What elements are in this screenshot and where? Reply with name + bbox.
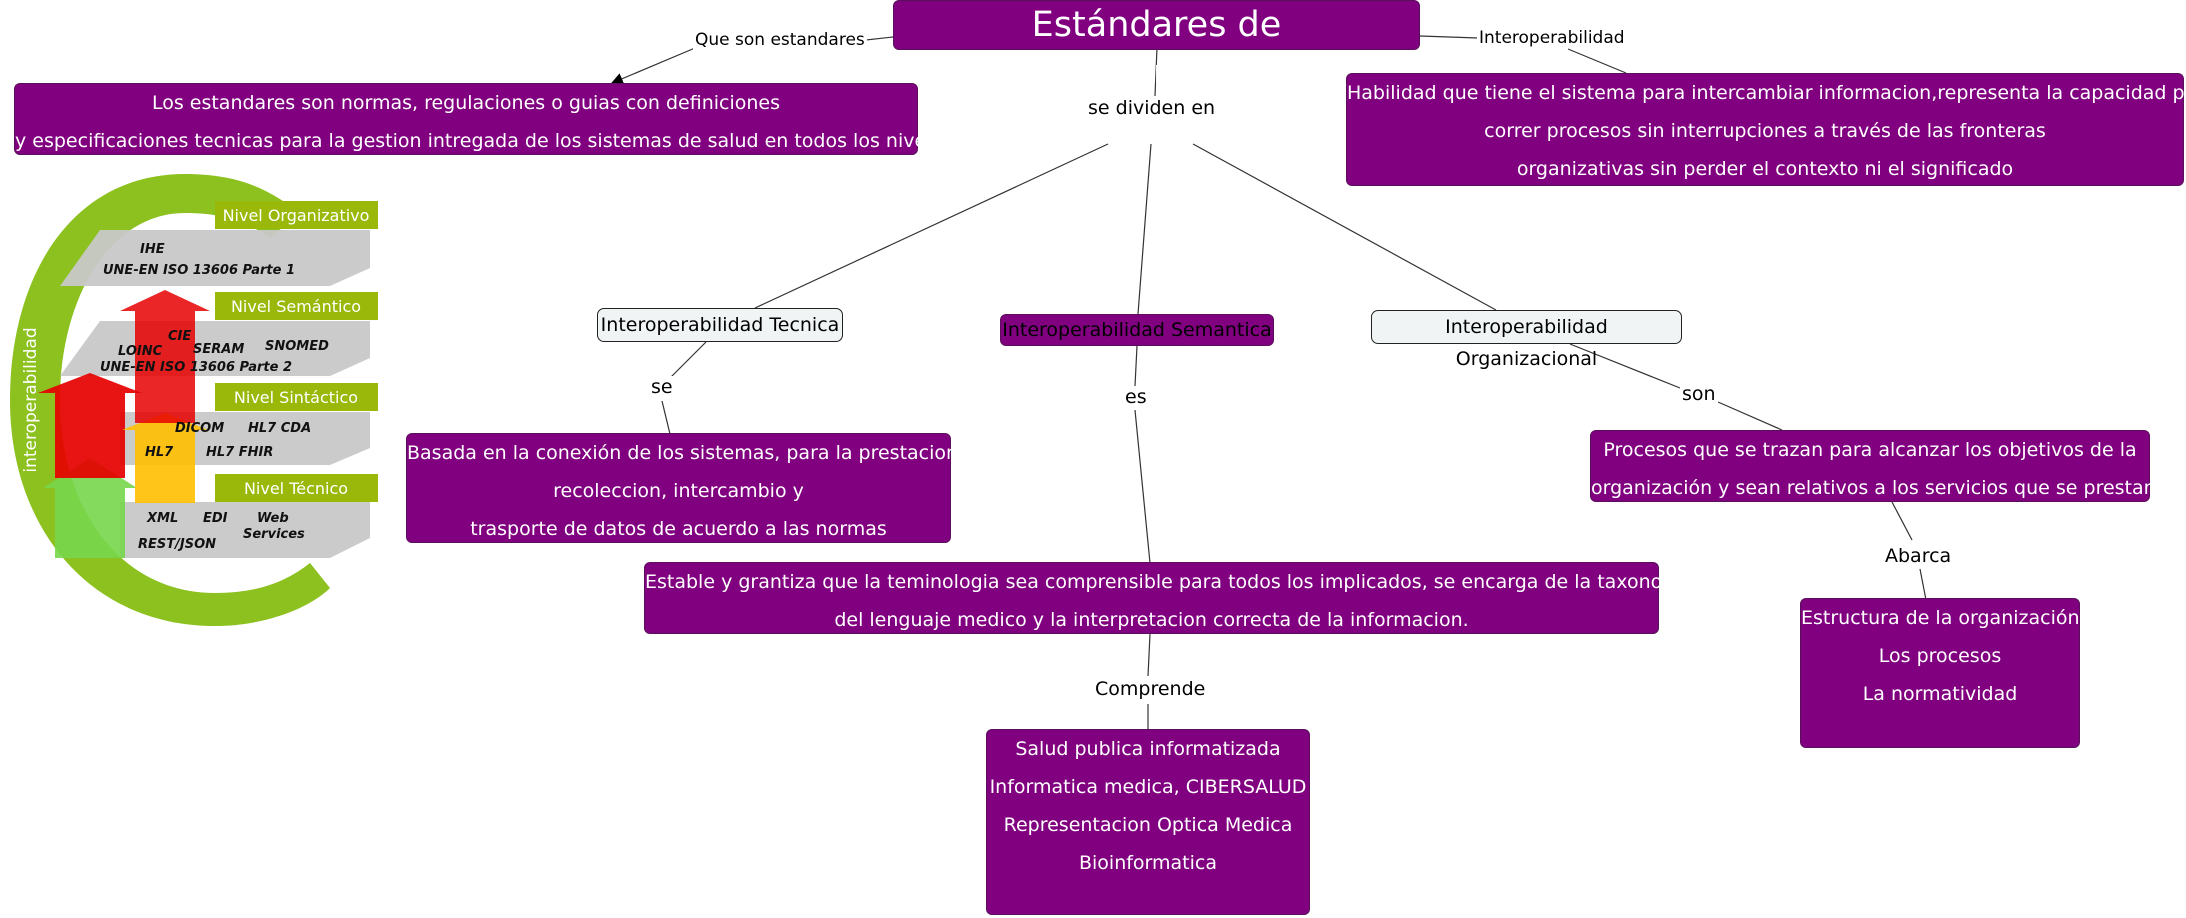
link-label-que-son: Que son estandares	[693, 30, 867, 50]
tag-semantico	[215, 292, 378, 320]
semantica-label: Interoperabilidad Semantica	[1002, 319, 1272, 341]
tecnica-desc-node[interactable]: Basada en la conexión de los sistemas, p…	[406, 433, 965, 543]
organizacional-desc-line: organización y sean relativos a los serv…	[1591, 477, 2156, 499]
link-se-tecnicadesc	[661, 400, 671, 435]
term-iso-parte2: UNE-EN ISO 13606 Parte 2	[100, 360, 292, 375]
comprende-item: Bioinformatica	[1078, 852, 1218, 874]
tag-sintactico	[215, 383, 378, 411]
term-hl7: HL7	[145, 445, 174, 460]
band-tecnico	[120, 502, 370, 558]
link-es-semanticadesc	[1134, 409, 1151, 564]
link-label-son: son	[1680, 383, 1718, 405]
arrow-yellow	[122, 413, 208, 503]
level-organizativo: Nivel Organizativo	[223, 206, 370, 225]
link-semanticadesc-comprende	[1147, 633, 1151, 677]
term-hl7-cda: HL7 CDA	[248, 421, 311, 436]
link-label-es: es	[1123, 386, 1149, 408]
comprende-list-node[interactable]: Salud publica informatizada Informatica …	[986, 729, 1310, 915]
link-son-orgdesc	[1717, 401, 1783, 431]
link-title-interop	[1419, 35, 1479, 39]
link-semantica-es	[1134, 345, 1138, 387]
tecnica-node[interactable]: Interoperabilidad Tecnica	[597, 308, 843, 342]
term-cie: CIE	[168, 329, 191, 344]
term-edi: EDI	[203, 511, 228, 526]
link-interop-habilidad	[1567, 48, 1627, 74]
definicion-line: Los estandares son normas, regulaciones …	[151, 92, 781, 114]
ring-shape	[10, 174, 330, 626]
tecnica-desc-line: trasporte de datos de acuerdo a las norm…	[470, 518, 887, 540]
link-abarca-list	[1919, 568, 1927, 601]
tag-tecnico	[215, 474, 378, 502]
habilidad-node[interactable]: Habilidad que tiene el sistema para inte…	[1346, 73, 2186, 186]
term-ihe: IHE	[140, 242, 165, 257]
link-sedividen-semantica	[1137, 143, 1152, 315]
level-semantico: Nivel Semántico	[231, 297, 361, 316]
link-sedividen-organizacional	[1192, 143, 1497, 311]
habilidad-line: Habilidad que tiene el sistema para inte…	[1347, 82, 2186, 104]
link-organizacional-son	[1569, 343, 1681, 389]
habilidad-line: organizativas sin perder el contexto ni …	[1516, 158, 2014, 180]
term-dicom: DICOM	[175, 421, 224, 436]
organizacional-desc-line: Procesos que se trazan para alcanzar los…	[1603, 439, 2137, 461]
abarca-list-node[interactable]: Estructura de la organización Los proces…	[1800, 598, 2080, 748]
term-rest-json: REST/JSON	[138, 537, 216, 552]
habilidad-line: correr procesos sin interrupciones a tra…	[1484, 120, 2046, 142]
term-loinc: LOINC	[118, 344, 163, 359]
semantica-desc-node[interactable]: Estable y grantiza que la teminologia se…	[644, 562, 1698, 634]
comprende-item: Informatica medica, CIBERSALUD	[989, 776, 1307, 798]
term-hl7-fhir: HL7 FHIR	[206, 445, 273, 460]
organizacional-label: Interoperabilidad Organizacional	[1445, 316, 1608, 370]
link-tecnica-se	[669, 341, 707, 379]
link-queson-definicion	[610, 47, 696, 85]
link-orgdesc-abarca	[1891, 501, 1913, 541]
organizacional-node[interactable]: Interoperabilidad Organizacional	[1371, 310, 1682, 370]
arrow-red-left	[38, 373, 142, 478]
term-web: Web	[257, 511, 289, 526]
tag-organizativo	[215, 201, 378, 229]
definicion-line: y especificaciones tecnicas para la gest…	[15, 130, 954, 152]
link-label-abarca: Abarca	[1883, 545, 1954, 567]
link-label-se-dividen: se dividen en	[1086, 97, 1218, 119]
interoperability-levels-illustration: Nivel Organizativo Nivel Semántico Nivel…	[10, 168, 380, 633]
arrow-green	[43, 458, 137, 558]
abarca-item: La normatividad	[1862, 683, 2018, 705]
levels-graphic: Nivel Organizativo Nivel Semántico Nivel…	[10, 174, 378, 626]
tecnica-desc-line: recoleccion, intercambio y	[553, 480, 804, 502]
link-label-comprende: Comprende	[1093, 678, 1208, 700]
link-label-interoperabilidad: Interoperabilidad	[1477, 28, 1627, 48]
semantica-desc-line: Estable y grantiza que la teminologia se…	[645, 571, 1698, 593]
abarca-item: Estructura de la organización	[1801, 607, 2080, 629]
comprende-item: Representacion Optica Medica	[1003, 814, 1293, 836]
term-xml: XML	[146, 511, 178, 526]
abarca-item: Los procesos	[1878, 645, 2002, 667]
definicion-node[interactable]: Los estandares son normas, regulaciones …	[14, 83, 953, 155]
term-snomed: SNOMED	[265, 339, 329, 354]
map-title-node[interactable]: Estándares de interoperabilidad	[893, 0, 1420, 93]
comprende-item: Salud publica informatizada	[1015, 738, 1281, 760]
term-seram: SERAM	[193, 342, 244, 357]
side-label: interoperabilidad	[21, 327, 41, 472]
level-tecnico: Nivel Técnico	[244, 479, 348, 498]
term-services: Services	[243, 527, 305, 542]
link-label-se: se	[649, 376, 675, 398]
semantica-desc-line: del lenguaje medico y la interpretacion …	[834, 609, 1469, 631]
band-organizativo	[60, 230, 370, 286]
link-sedividen-tecnica	[754, 143, 1109, 309]
tecnica-label: Interoperabilidad Tecnica	[600, 314, 840, 336]
link-title-sedividen	[1154, 47, 1158, 97]
semantica-node[interactable]: Interoperabilidad Semantica	[1000, 314, 1274, 346]
map-title: Estándares de interoperabilidad	[1006, 5, 1307, 93]
level-sintactico: Nivel Sintáctico	[234, 388, 358, 407]
tecnica-desc-line: Basada en la conexión de los sistemas, p…	[407, 442, 965, 464]
arrow-red-center	[120, 290, 210, 423]
term-iso-parte1: UNE-EN ISO 13606 Parte 1	[103, 263, 295, 278]
organizacional-desc-node[interactable]: Procesos que se trazan para alcanzar los…	[1590, 430, 2156, 502]
